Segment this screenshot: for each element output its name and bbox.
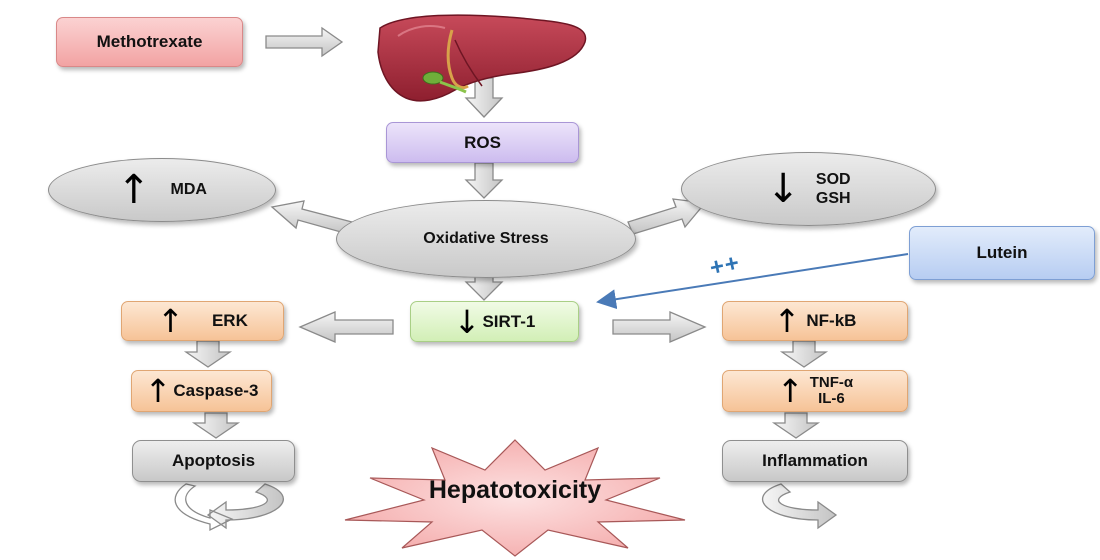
methotrexate-box: Methotrexate	[56, 17, 243, 67]
curved-arrow-inflammation	[761, 483, 838, 530]
erk-label: ERK	[211, 311, 248, 330]
nfkb-label: NF-kB	[806, 311, 857, 330]
down-arrow-icon: ↓	[453, 302, 481, 341]
down-arrow-icon: ↓	[766, 166, 800, 212]
lutein-box: Lutein	[909, 226, 1095, 280]
erk-box: ↑ ERK	[121, 301, 284, 341]
arrow-liver-to-ros	[464, 77, 504, 118]
liver-icon	[377, 14, 587, 102]
apoptosis-box: Apoptosis	[132, 440, 295, 482]
arrow-methotrexate-to-liver	[265, 26, 344, 58]
ros-box: ROS	[386, 122, 579, 163]
gsh-label: GSH	[815, 190, 851, 207]
sirt1-box: ↓ SIRT-1	[410, 301, 579, 342]
apoptosis-label: Apoptosis	[171, 451, 256, 470]
lutein-label: Lutein	[976, 243, 1028, 262]
il6-label: IL-6	[818, 390, 845, 407]
arrow-tnf-to-inflammation	[771, 412, 821, 439]
up-arrow-icon: ↑	[157, 302, 184, 340]
tnf-il6-box: ↑ TNF-α IL-6	[722, 370, 908, 412]
arrow-ros-to-oxidative	[464, 162, 504, 199]
arrow-erk-to-caspase	[183, 340, 233, 368]
up-arrow-icon: ↑	[117, 167, 151, 213]
sod-gsh-ellipse: ↓ SOD GSH	[681, 152, 936, 226]
nfkb-box: ↑ NF-kB	[722, 301, 908, 341]
up-arrow-icon: ↑	[144, 372, 172, 410]
oxidative-stress-label: Oxidative Stress	[423, 230, 549, 247]
lutein-arrow	[596, 253, 909, 310]
up-arrow-icon: ↑	[776, 372, 804, 410]
caspase3-label: Caspase-3	[173, 381, 259, 400]
mda-label: MDA	[170, 181, 207, 198]
oxidative-stress-ellipse: Oxidative Stress	[336, 200, 636, 278]
up-arrow-icon: ↑	[773, 302, 801, 340]
ros-label: ROS	[464, 132, 501, 152]
inflammation-label: Inflammation	[762, 451, 868, 470]
arrow-caspase-to-apoptosis	[191, 412, 241, 439]
arrow-sirt1-to-erk	[298, 311, 394, 343]
methotrexate-label: Methotrexate	[96, 32, 203, 51]
inflammation-box: Inflammation	[722, 440, 908, 482]
mda-ellipse: ↑ MDA	[48, 158, 276, 222]
sirt1-label: SIRT-1	[482, 311, 536, 331]
arrow-sirt1-to-nfkb	[612, 311, 707, 343]
arrow-nfkb-to-tnf	[779, 340, 829, 368]
curved-arrow-apoptosis-tail	[174, 483, 234, 532]
caspase3-box: ↑ Caspase-3	[131, 370, 272, 412]
hepatotoxicity-label: Hepatotoxicity	[428, 476, 602, 504]
sod-label: SOD	[815, 170, 851, 188]
hepatotoxicity-starburst	[344, 439, 686, 557]
tnf-alpha-label: TNF-α	[809, 373, 854, 391]
